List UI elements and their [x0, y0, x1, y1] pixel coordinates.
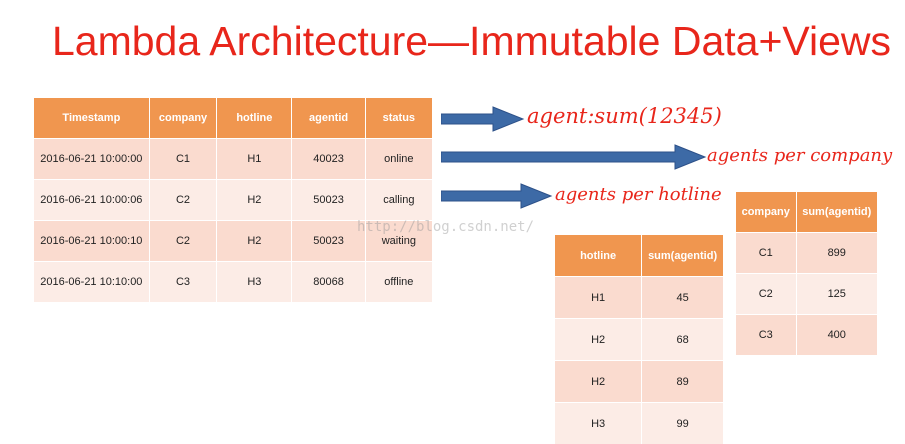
cell-hotline: H1	[555, 276, 643, 318]
table-row: 2016-06-21 10:00:10 C2 H2 50023 waiting	[34, 220, 432, 261]
view-label-per-company: agents per company	[707, 145, 893, 166]
cell-company: C2	[149, 220, 218, 261]
cell-company: C3	[149, 261, 218, 302]
cell-sum: 89	[642, 360, 723, 402]
cell-hotline: H3	[217, 261, 293, 302]
arrow-to-sum	[441, 106, 525, 132]
cell-company: C1	[736, 232, 797, 273]
table-row: 2016-06-21 10:00:00 C1 H1 40023 online	[34, 138, 432, 179]
cell-timestamp: 2016-06-21 10:00:06	[34, 179, 150, 220]
company-header-company: company	[736, 192, 797, 232]
cell-hotline: H2	[555, 318, 643, 360]
cell-hotline: H2	[217, 179, 293, 220]
page-title: Lambda Architecture—Immutable Data+Views	[52, 18, 892, 64]
company-header-sum: sum(agentid)	[796, 192, 877, 232]
table-row: 2016-06-21 10:10:00 C3 H3 80068 offline	[34, 261, 432, 302]
cell-company: C3	[736, 314, 797, 355]
cell-sum: 400	[796, 314, 877, 355]
cell-agentid: 50023	[292, 179, 366, 220]
table-row: 2016-06-21 10:00:06 C2 H2 50023 calling	[34, 179, 432, 220]
events-header-company: company	[149, 98, 218, 138]
cell-timestamp: 2016-06-21 10:10:00	[34, 261, 150, 302]
hotline-header-hotline: hotline	[555, 235, 643, 276]
table-row: C1 899	[736, 232, 877, 273]
view-label-sum: agent:sum(12345)	[527, 104, 722, 128]
cell-timestamp: 2016-06-21 10:00:00	[34, 138, 150, 179]
cell-status: online	[365, 138, 432, 179]
cell-sum: 899	[796, 232, 877, 273]
table-row: H3 99	[555, 402, 723, 444]
cell-agentid: 40023	[292, 138, 366, 179]
cell-sum: 99	[642, 402, 723, 444]
cell-status: offline	[365, 261, 432, 302]
cell-sum: 45	[642, 276, 723, 318]
arrow-to-per-hotline	[441, 183, 553, 209]
view-label-per-hotline: agents per hotline	[555, 184, 722, 205]
company-view-table: company sum(agentid) C1 899 C2 125 C3 40…	[736, 192, 877, 355]
hotline-header-row: hotline sum(agentid)	[555, 235, 723, 276]
table-row: C3 400	[736, 314, 877, 355]
cell-hotline: H2	[217, 220, 293, 261]
cell-company: C2	[149, 179, 218, 220]
events-header-hotline: hotline	[217, 98, 293, 138]
events-header-timestamp: Timestamp	[34, 98, 150, 138]
cell-hotline: H1	[217, 138, 293, 179]
table-row: C2 125	[736, 273, 877, 314]
watermark: http://blog.csdn.net/	[357, 219, 535, 235]
hotline-view-table: hotline sum(agentid) H1 45 H2 68 H2 89 H…	[555, 235, 723, 444]
events-header-status: status	[365, 98, 432, 138]
company-header-row: company sum(agentid)	[736, 192, 877, 232]
cell-agentid: 80068	[292, 261, 366, 302]
cell-hotline: H3	[555, 402, 643, 444]
events-table: Timestamp company hotline agentid status…	[34, 98, 432, 302]
arrow-to-per-company	[441, 144, 707, 170]
events-header-agentid: agentid	[292, 98, 366, 138]
cell-timestamp: 2016-06-21 10:00:10	[34, 220, 150, 261]
hotline-header-sum: sum(agentid)	[642, 235, 723, 276]
table-row: H2 89	[555, 360, 723, 402]
cell-sum: 125	[796, 273, 877, 314]
cell-company: C1	[149, 138, 218, 179]
cell-agentid: 50023	[292, 220, 366, 261]
table-row: H2 68	[555, 318, 723, 360]
cell-status: calling	[365, 179, 432, 220]
cell-sum: 68	[642, 318, 723, 360]
events-header-row: Timestamp company hotline agentid status	[34, 98, 432, 138]
cell-hotline: H2	[555, 360, 643, 402]
table-row: H1 45	[555, 276, 723, 318]
cell-status: waiting	[365, 220, 432, 261]
cell-company: C2	[736, 273, 797, 314]
